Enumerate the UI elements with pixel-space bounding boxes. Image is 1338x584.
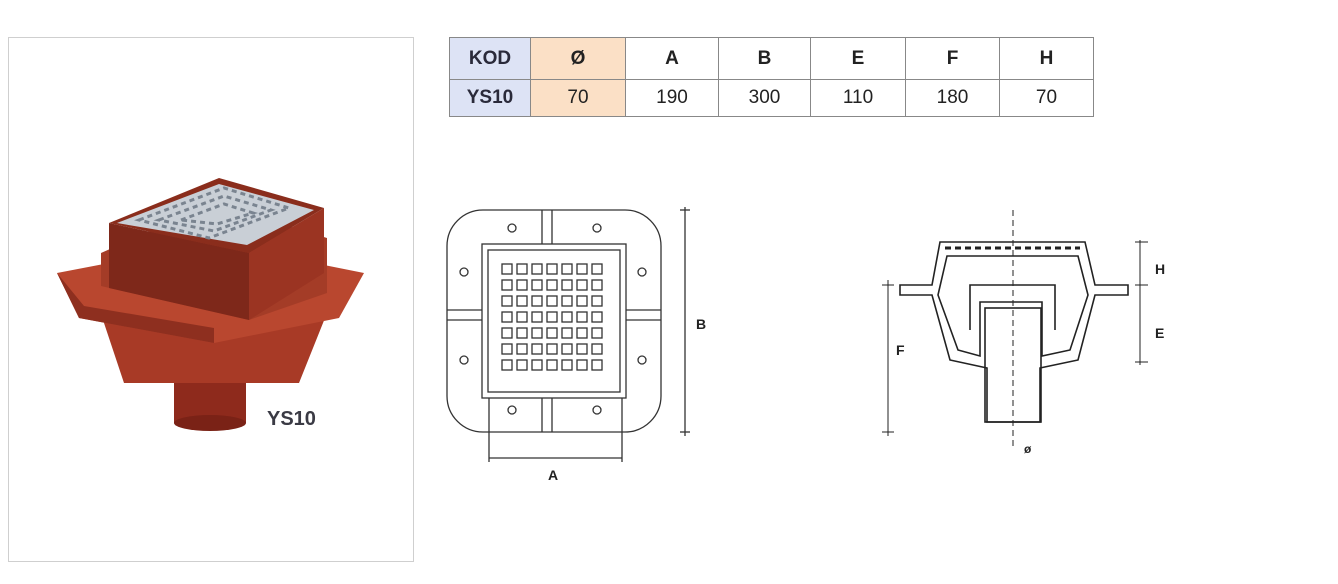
cell-b: 300 xyxy=(718,79,811,117)
grate-slot xyxy=(591,327,603,339)
grate-slot xyxy=(531,327,543,339)
grate-slot xyxy=(516,343,528,355)
grate-slot xyxy=(516,311,528,323)
dim-b-label: B xyxy=(696,316,707,332)
cell-f: 180 xyxy=(905,79,1000,117)
grate-slot xyxy=(591,295,603,307)
grate-slot xyxy=(561,263,573,275)
header-kod: KOD xyxy=(449,37,531,80)
grate-slot xyxy=(561,343,573,355)
grate-slot xyxy=(531,359,543,371)
product-photo: YS10 xyxy=(8,37,414,562)
grate-slot xyxy=(516,263,528,275)
grate-slot xyxy=(576,343,588,355)
grate-slot xyxy=(501,295,513,307)
section-drawing xyxy=(882,210,1148,450)
grate-slot xyxy=(546,343,558,355)
grate-slot xyxy=(591,279,603,291)
grate-slot xyxy=(501,279,513,291)
grate-slot xyxy=(576,311,588,323)
grate-slot xyxy=(516,359,528,371)
header-diameter: Ø xyxy=(530,37,626,80)
grate-slot xyxy=(516,295,528,307)
dim-a-label: A xyxy=(548,467,559,483)
grate-slot xyxy=(531,263,543,275)
grate-slot xyxy=(516,327,528,339)
dim-h-label: H xyxy=(1155,261,1166,277)
header-a: A xyxy=(625,37,719,80)
cell-h: 70 xyxy=(999,79,1094,117)
grate-slot xyxy=(591,311,603,323)
grate-slot xyxy=(501,343,513,355)
grate-slot xyxy=(531,279,543,291)
dim-diameter-label: ø xyxy=(1024,442,1032,456)
grate-slot xyxy=(561,311,573,323)
grate-slot xyxy=(501,327,513,339)
floor-drain-image xyxy=(57,178,364,431)
grate-slot xyxy=(561,327,573,339)
grate-slot xyxy=(576,327,588,339)
grate-slot xyxy=(546,263,558,275)
table-header-row: KOD Ø A B E F H xyxy=(449,37,1094,80)
grate-slot xyxy=(591,359,603,371)
cell-kod: YS10 xyxy=(449,79,531,117)
grate-slot xyxy=(531,295,543,307)
grate-slot xyxy=(516,279,528,291)
grate-slot xyxy=(591,343,603,355)
dim-f-label: F xyxy=(896,342,905,358)
grate-slot xyxy=(561,279,573,291)
cell-e: 110 xyxy=(810,79,906,117)
grate-slot xyxy=(591,263,603,275)
grate-slot xyxy=(576,359,588,371)
grate-slot xyxy=(501,359,513,371)
grate-slot xyxy=(501,263,513,275)
table-row: YS10 70 190 300 110 180 70 xyxy=(449,79,1094,117)
cell-diameter: 70 xyxy=(530,79,626,117)
header-b: B xyxy=(718,37,811,80)
grate-slot xyxy=(546,327,558,339)
grate-slot xyxy=(546,279,558,291)
grate-slot xyxy=(576,295,588,307)
plan-drawing xyxy=(446,207,690,462)
grate-slot xyxy=(576,263,588,275)
grate-slot xyxy=(531,311,543,323)
product-code-label: YS10 xyxy=(267,408,316,430)
dim-e-label: E xyxy=(1155,325,1165,341)
grate-slot xyxy=(501,311,513,323)
grate-slot xyxy=(561,295,573,307)
grate-slot xyxy=(546,295,558,307)
grate-slot xyxy=(546,359,558,371)
grate-slot xyxy=(531,343,543,355)
header-f: F xyxy=(905,37,1000,80)
grate-slot xyxy=(546,311,558,323)
grate-slot xyxy=(561,359,573,371)
spec-table: KOD Ø A B E F H YS10 70 190 300 110 180 … xyxy=(449,37,1094,117)
header-e: E xyxy=(810,37,906,80)
header-h: H xyxy=(999,37,1094,80)
cell-a: 190 xyxy=(625,79,719,117)
grate-slot xyxy=(576,279,588,291)
